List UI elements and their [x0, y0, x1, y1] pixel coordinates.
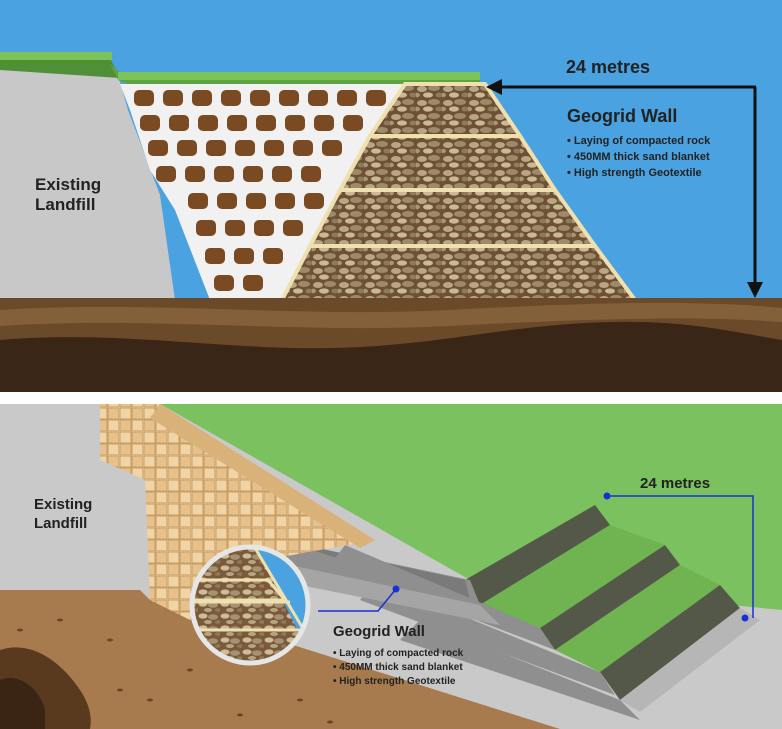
geocell-block: [120, 84, 405, 300]
bullet-item: • Laying of compacted rock: [567, 135, 711, 147]
height-dimension-line: [603, 492, 754, 622]
existing-landfill-label-2: Landfill: [34, 515, 87, 532]
bullet-item: • 450MM thick sand blanket: [333, 662, 463, 673]
isometric-svg: Existing Landfill 24 metres Geogrid Wall…: [0, 404, 782, 729]
existing-landfill-label: Existing: [34, 496, 92, 513]
existing-landfill-label-2: Landfill: [35, 195, 95, 214]
bullet-item: • High strength Geotextile: [333, 676, 456, 687]
cross-section-diagram: Existing Landfill 24 metres Geogrid Wall…: [0, 0, 782, 392]
ground-soil: [0, 590, 560, 729]
bullet-item: • High strength Geotextile: [567, 167, 702, 179]
bullet-item: • 450MM thick sand blanket: [567, 151, 710, 163]
rock-terraces: [278, 82, 639, 302]
existing-landfill: [0, 66, 175, 300]
isometric-diagram: Existing Landfill 24 metres Geogrid Wall…: [0, 404, 782, 729]
height-label: 24 metres: [566, 57, 650, 77]
existing-landfill-label: Existing: [35, 175, 101, 194]
grass-strip: [0, 58, 120, 78]
stepped-terraces: [265, 505, 760, 720]
geogrid-wall-title: Geogrid Wall: [333, 623, 425, 640]
height-label: 24 metres: [640, 475, 710, 492]
brick-wall: [100, 404, 375, 620]
bullet-item: • Laying of compacted rock: [333, 648, 464, 659]
height-dimension-arrow: [486, 79, 763, 298]
geogrid-wall-title: Geogrid Wall: [567, 106, 677, 126]
geocell-cells: [134, 90, 386, 291]
cross-section-svg: Existing Landfill 24 metres Geogrid Wall…: [0, 0, 782, 392]
callout-leader: [318, 585, 400, 612]
